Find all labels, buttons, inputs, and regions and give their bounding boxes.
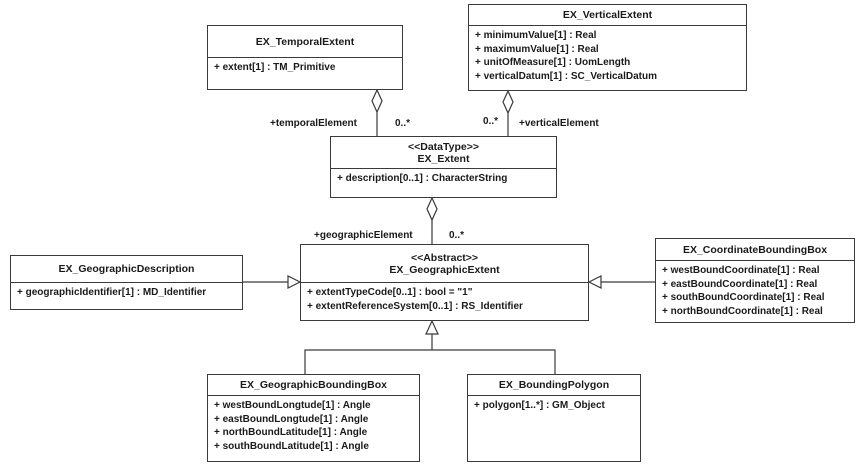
attribute: + polygon[1..*] : GM_Object xyxy=(474,400,605,411)
class-ex-geographic-description[interactable]: EX_GeographicDescription + geographicIde… xyxy=(10,255,243,310)
attribute: + maximumValue[1] : Real xyxy=(475,43,599,55)
class-attributes: + extent[1] : TM_Primitive xyxy=(208,58,402,78)
class-attributes: + minimumValue[1] : Real + maximumValue[… xyxy=(469,26,746,86)
attribute: + verticalDatum[1] : SC_VerticalDatum xyxy=(475,70,658,82)
class-attributes: + geographicIdentifier[1] : MD_Identifie… xyxy=(11,283,242,303)
class-name: EX_VerticalExtent xyxy=(562,9,653,21)
aggregation-diamond-temporal xyxy=(371,88,383,114)
class-title: EX_CoordinateBoundingBox xyxy=(656,239,854,261)
attribute: + northBoundLatitude[1] : Angle xyxy=(214,427,368,438)
class-attributes: + westBoundLongtude[1] : Angle + eastBou… xyxy=(208,396,419,456)
role-label-temporal: +temporalElement xyxy=(270,118,357,129)
generalization-tree-line xyxy=(304,349,556,374)
class-ex-extent[interactable]: <<DataType>> EX_Extent + description[0..… xyxy=(330,136,557,198)
generalization-arrow-bottom xyxy=(425,319,439,335)
class-name: EX_TemporalExtent xyxy=(255,35,355,48)
attribute: + eastBoundLongtude[1] : Angle xyxy=(214,413,369,425)
attribute: + southBoundCoordinate[1] : Real xyxy=(662,292,825,303)
class-ex-coordinate-bounding-box[interactable]: EX_CoordinateBoundingBox + westBoundCoor… xyxy=(655,238,855,323)
class-attributes: + polygon[1..*] : GM_Object xyxy=(468,396,640,416)
class-stereotype: <<DataType>> xyxy=(407,140,479,153)
class-stereotype: <<Abstract>> xyxy=(410,251,479,264)
class-ex-vertical-extent[interactable]: EX_VerticalExtent + minimumValue[1] : Re… xyxy=(468,4,747,91)
attribute: + southBoundLatitude[1] : Angle xyxy=(214,440,369,452)
class-ex-bounding-polygon[interactable]: EX_BoundingPolygon + polygon[1..*] : GM_… xyxy=(467,374,641,462)
attribute: + minimumValue[1] : Real xyxy=(475,30,597,41)
class-name: EX_GeographicBoundingBox xyxy=(239,379,387,391)
attribute: + northBoundCoordinate[1] : Real xyxy=(662,305,823,317)
attribute: + extentReferenceSystem[0..1] : RS_Ident… xyxy=(307,300,523,312)
attribute: + westBoundLongtude[1] : Angle xyxy=(214,400,371,411)
class-title: EX_BoundingPolygon xyxy=(468,375,640,396)
multiplicity-label-geographic: 0..* xyxy=(449,230,465,241)
attribute: + westBoundCoordinate[1] : Real xyxy=(662,265,820,276)
class-title: EX_TemporalExtent xyxy=(208,26,402,58)
class-name: EX_CoordinateBoundingBox xyxy=(682,243,828,256)
generalization-arrow-description xyxy=(287,275,302,289)
class-name: EX_Extent xyxy=(417,152,470,165)
role-label-vertical: +verticalElement xyxy=(519,118,599,129)
class-title: EX_GeographicDescription xyxy=(11,256,242,283)
multiplicity-label-temporal: 0..* xyxy=(395,118,411,129)
class-attributes: + extentTypeCode[0..1] : bool = "1" + ex… xyxy=(301,283,588,316)
attribute: + extentTypeCode[0..1] : bool = "1" xyxy=(307,287,473,298)
aggregation-diamond-geographic xyxy=(426,196,438,222)
attribute: + unitOfMeasure[1] : UomLength xyxy=(475,57,631,68)
class-title: <<DataType>> EX_Extent xyxy=(331,137,556,169)
class-title: <<Abstract>> EX_GeographicExtent xyxy=(301,245,588,283)
class-attributes: + description[0..1] : CharacterString xyxy=(331,169,556,189)
role-label-geographic: +geographicElement xyxy=(314,230,413,241)
class-name: EX_BoundingPolygon xyxy=(498,379,610,391)
class-title: EX_GeographicBoundingBox xyxy=(208,375,419,396)
class-name: EX_GeographicDescription xyxy=(58,263,195,275)
class-ex-temporal-extent[interactable]: EX_TemporalExtent + extent[1] : TM_Primi… xyxy=(207,25,403,90)
aggregation-diamond-vertical xyxy=(502,89,514,115)
class-attributes: + westBoundCoordinate[1] : Real + eastBo… xyxy=(656,261,854,321)
attribute: + eastBoundCoordinate[1] : Real xyxy=(662,278,818,290)
class-title: EX_VerticalExtent xyxy=(469,5,746,26)
class-ex-geographic-extent[interactable]: <<Abstract>> EX_GeographicExtent + exten… xyxy=(300,244,589,321)
generalization-arrow-coordinate-box xyxy=(587,275,602,289)
class-ex-geographic-bounding-box[interactable]: EX_GeographicBoundingBox + westBoundLong… xyxy=(207,374,420,462)
attribute: + extent[1] : TM_Primitive xyxy=(214,62,336,73)
attribute: + geographicIdentifier[1] : MD_Identifie… xyxy=(17,287,207,298)
class-name: EX_GeographicExtent xyxy=(389,263,500,276)
attribute: + description[0..1] : CharacterString xyxy=(337,173,508,184)
multiplicity-label-vertical: 0..* xyxy=(483,116,499,127)
